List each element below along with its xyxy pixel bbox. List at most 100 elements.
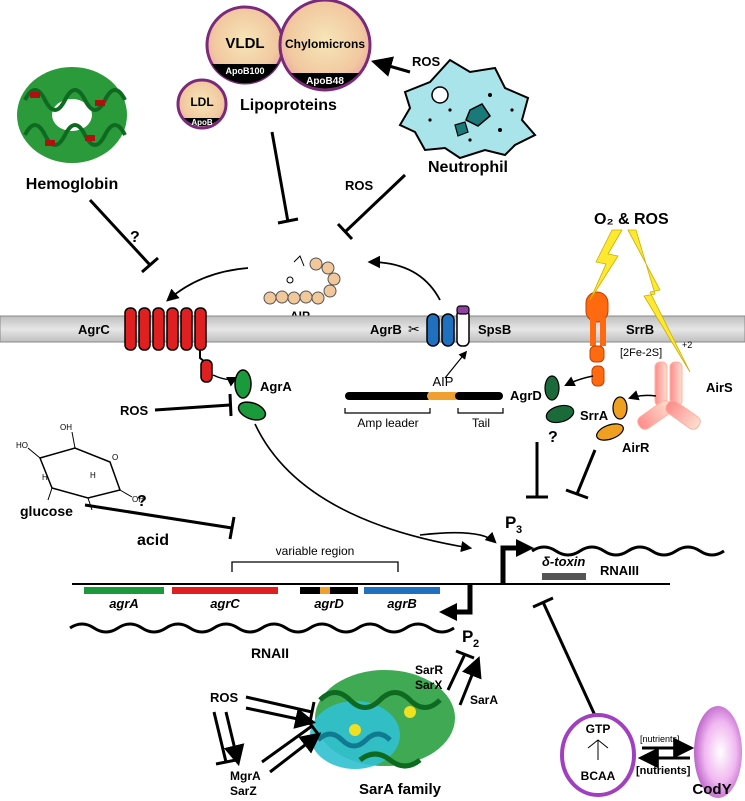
agra-to-p3-arrow [419, 531, 497, 544]
neutrophil-ros-top: ROS [412, 54, 441, 69]
sarr-label: SarR [415, 663, 443, 677]
agrd-label: AgrD [510, 388, 542, 403]
ldl-apo-label: ApoB [191, 118, 213, 127]
agra-label: AgrA [260, 379, 292, 394]
vldl-particle: VLDL ApoB100 [205, 5, 285, 85]
neutrophil-cell: Neutrophil [398, 58, 537, 176]
airs-to-airr-arrow [628, 390, 657, 401]
rnaiii-transcript [531, 545, 725, 557]
cody-free [694, 706, 742, 798]
agrb-label: AgrB [370, 322, 402, 337]
p3-promoter: P 3 [500, 513, 534, 584]
sara-ros-label: ROS [210, 690, 239, 705]
cell-membrane [0, 315, 745, 343]
ldl-label: LDL [190, 95, 213, 109]
nutrients-small-label: [nutrients] [640, 734, 680, 744]
airr-inhibition [565, 449, 597, 500]
airs-sensor: [2Fe-2S] +2 AirS [620, 340, 733, 430]
cody-equilibrium: [nutrients] [nutrients] [636, 734, 695, 777]
agrc-label: AgrC [78, 322, 110, 337]
srrb-to-srra-arrow [564, 375, 594, 386]
agrb-protein: AgrB ✂ [370, 313, 455, 347]
glucose-label: glucose [20, 503, 73, 519]
sarx-label: SarX [415, 678, 442, 692]
hemoglobin-question: ? [130, 229, 140, 246]
vldl-apo-label: ApoB100 [225, 66, 264, 76]
rnaii-label: RNAII [251, 645, 289, 661]
neutrophil-inhibition [336, 173, 407, 241]
ros-mgra-activation [223, 711, 245, 767]
glucose-question: ? [137, 493, 147, 510]
hemoglobin-structure: Hemoglobin [17, 67, 127, 193]
glucose-h-2: H [90, 471, 96, 480]
cody-inhibition [532, 596, 600, 723]
vldl-label: VLDL [225, 35, 264, 52]
mgra-sara-activation [269, 732, 322, 774]
sara-label: SarA [470, 693, 498, 707]
glucose-o: O [112, 453, 118, 462]
sara-activation-arrow [458, 656, 482, 706]
agra-gene-label: agrA [109, 596, 139, 611]
agra-gene [84, 587, 164, 594]
agrd-propeptide: AIP AgrD Amp leader Tail [344, 374, 542, 430]
airr-regulator: AirR [596, 396, 650, 455]
tail-label: Tail [472, 416, 490, 430]
lightning-to-airs [627, 229, 691, 373]
agrd-aip-label: AIP [433, 374, 454, 389]
hemoglobin-inhibition [88, 198, 159, 274]
glucose-oh-top: OH [60, 423, 72, 432]
mgra-label: MgrA [230, 769, 261, 783]
amp-leader-label: Amp leader [357, 416, 418, 430]
lipoproteins-label: Lipoproteins [240, 97, 337, 114]
airs-label: AirS [706, 380, 733, 395]
chylomicrons-label: Chylomicrons [285, 37, 365, 51]
agrd-gene-label: agrD [314, 596, 344, 611]
sarz-label: SarZ [230, 784, 257, 798]
hemoglobin-label: Hemoglobin [26, 176, 118, 193]
lipoprotein-inhibition [270, 131, 299, 225]
agra-regulator: AgrA [234, 369, 292, 421]
p3-subscript: 3 [516, 524, 522, 536]
rnaii-transcript [69, 622, 455, 634]
srrb-sensor: SrrB [585, 291, 654, 387]
chylomicrons-apo-label: ApoB48 [306, 76, 344, 87]
airs-charge-label: +2 [682, 340, 692, 350]
airr-label: AirR [622, 440, 650, 455]
neutrophil-ros-left: ROS [345, 178, 374, 193]
glucose-structure: HO OH O OH H H glucose [16, 423, 144, 519]
cody-apo: GTP BCAA [560, 713, 636, 797]
gtp-label: GTP [586, 722, 611, 736]
srra-inhibition [526, 442, 548, 499]
airs-cluster-label: [2Fe-2S] [620, 347, 662, 359]
chylomicron-particle: Chylomicrons ApoB48 [278, 0, 372, 92]
lipoproteins-group: VLDL ApoB100 Chylomicrons ApoB48 LDL Apo… [176, 0, 372, 130]
sara-family-label: SarA family [359, 781, 442, 798]
agrc-receptor: AgrC [78, 307, 213, 383]
ros-sara-activation [245, 706, 317, 729]
agra-to-p2-arrow [254, 423, 473, 553]
spsb-protein: SpsB [456, 305, 511, 347]
sara-family-structure: SarA family [310, 670, 455, 798]
glucose-h-1: H [42, 473, 48, 482]
delta-toxin-label: δ-toxin [542, 554, 585, 569]
srra-label: SrrA [580, 408, 609, 423]
ros-mgra-inhibition [212, 711, 237, 766]
variable-region-bracket: variable region [231, 544, 399, 572]
aip-peptide: AIP [263, 255, 341, 323]
sarr-sarx-inhibition [446, 649, 475, 691]
p3-label: P [505, 513, 516, 532]
ros-agra-inhibition [154, 393, 233, 417]
lightning-to-srrb [589, 229, 623, 301]
agrc-to-agra-arrow [212, 374, 238, 387]
rnaiii-label: RNAIII [600, 563, 639, 578]
glucose-ho: HO [16, 441, 28, 450]
p2-promoter: P 2 [439, 584, 479, 650]
srra-regulator: SrrA ? [544, 375, 609, 446]
agrc-gene-label: agrC [210, 596, 240, 611]
agrb-to-aip-arrow [367, 255, 441, 301]
agrd-aip-segment [320, 587, 330, 594]
ldl-particle: LDL ApoB [176, 78, 228, 130]
agrc-gene [172, 587, 278, 594]
